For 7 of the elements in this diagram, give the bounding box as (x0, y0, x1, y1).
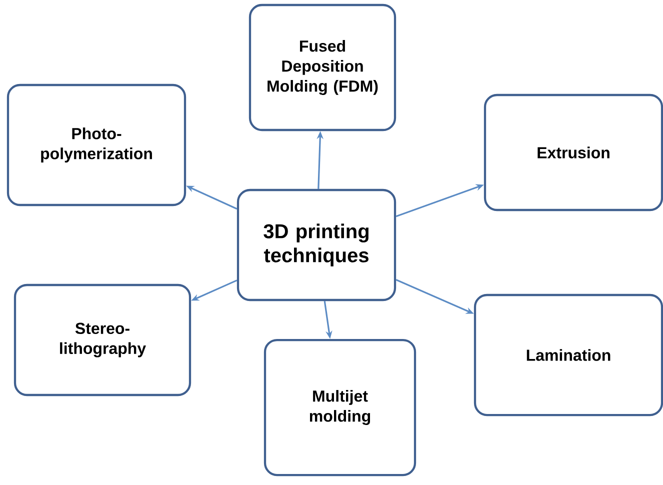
technique-box: Multijet molding (264, 338, 416, 476)
technique-box: Stereo- lithography (14, 284, 192, 396)
technique-box: Lamination (474, 294, 663, 416)
technique-box: Fused Deposition Molding (FDM) (248, 4, 396, 132)
technique-box: Extrusion (484, 94, 663, 212)
hub-box: 3D printing techniques (236, 188, 396, 302)
technique-box: Photo- polymerization (6, 84, 186, 206)
